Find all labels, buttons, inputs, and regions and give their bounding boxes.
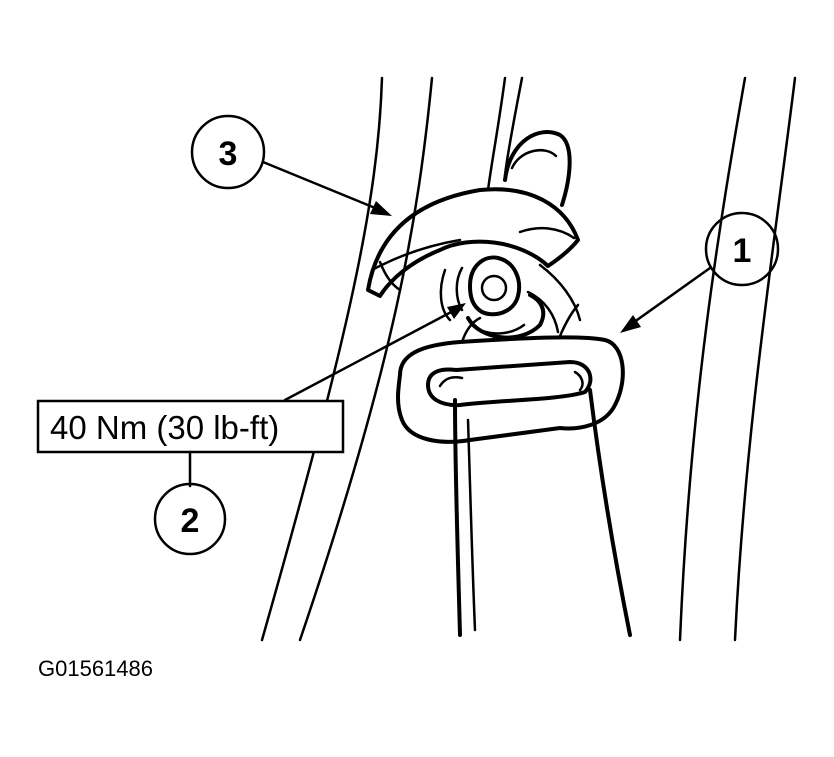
adjuster-tab — [503, 130, 572, 207]
callout-3-number: 3 — [219, 135, 238, 173]
pillar-trim — [260, 76, 797, 642]
callout-2: 2 — [153, 482, 227, 556]
callout-1: 1 — [620, 211, 780, 333]
seat-belt-webbing — [453, 388, 632, 637]
belt-anchor-plate — [396, 303, 625, 444]
figure-id: G01561486 — [38, 656, 153, 681]
torque-spec-label: 40 Nm (30 lb-ft) — [50, 409, 279, 446]
anchor-cover — [366, 187, 580, 298]
callout-2-number: 2 — [181, 502, 200, 540]
anchor-bolt — [439, 255, 582, 340]
callout-1-number: 1 — [733, 232, 752, 270]
torque-callout: 40 Nm (30 lb-ft) — [36, 303, 466, 488]
callout-3: 3 — [190, 114, 392, 216]
